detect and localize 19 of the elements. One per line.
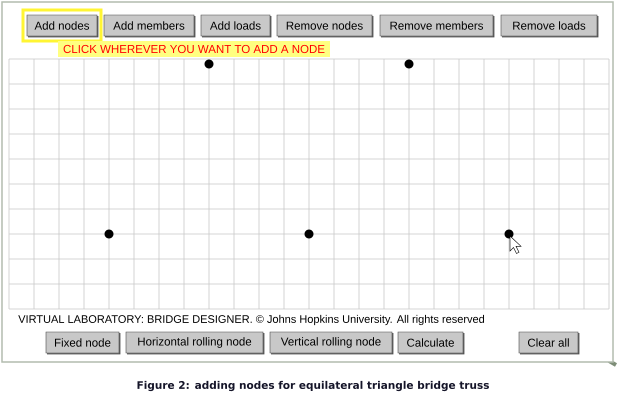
button: Clear all bbox=[518, 332, 578, 354]
figure-caption: Figure 2: adding nodes for equilateral triangle bridge truss bbox=[138, 380, 489, 392]
node-dot bbox=[104, 230, 114, 238]
node-dot bbox=[204, 60, 214, 68]
button: Remove members bbox=[380, 14, 494, 36]
button: Vertical rolling node bbox=[270, 332, 392, 354]
button: Calculate bbox=[398, 332, 464, 354]
button: Horizontal rolling node bbox=[126, 332, 264, 354]
node-dot bbox=[504, 230, 514, 238]
button: Remove nodes bbox=[276, 14, 372, 36]
button: Add members bbox=[104, 14, 194, 36]
button: Fixed node bbox=[46, 332, 120, 354]
button: Add loads bbox=[200, 14, 270, 36]
copyright-text: VIRTUAL LABORATORY: BRIDGE DESIGNER. © Johns Hopkins University. All rights reserved bbox=[18, 314, 484, 326]
node-dot bbox=[404, 60, 414, 68]
button: Add nodes bbox=[26, 14, 98, 36]
node-dot bbox=[304, 230, 314, 238]
button: Remove loads bbox=[500, 14, 598, 36]
instruction-text: CLICK WHEREVER YOU WANT TO ADD A NODE bbox=[58, 41, 330, 57]
